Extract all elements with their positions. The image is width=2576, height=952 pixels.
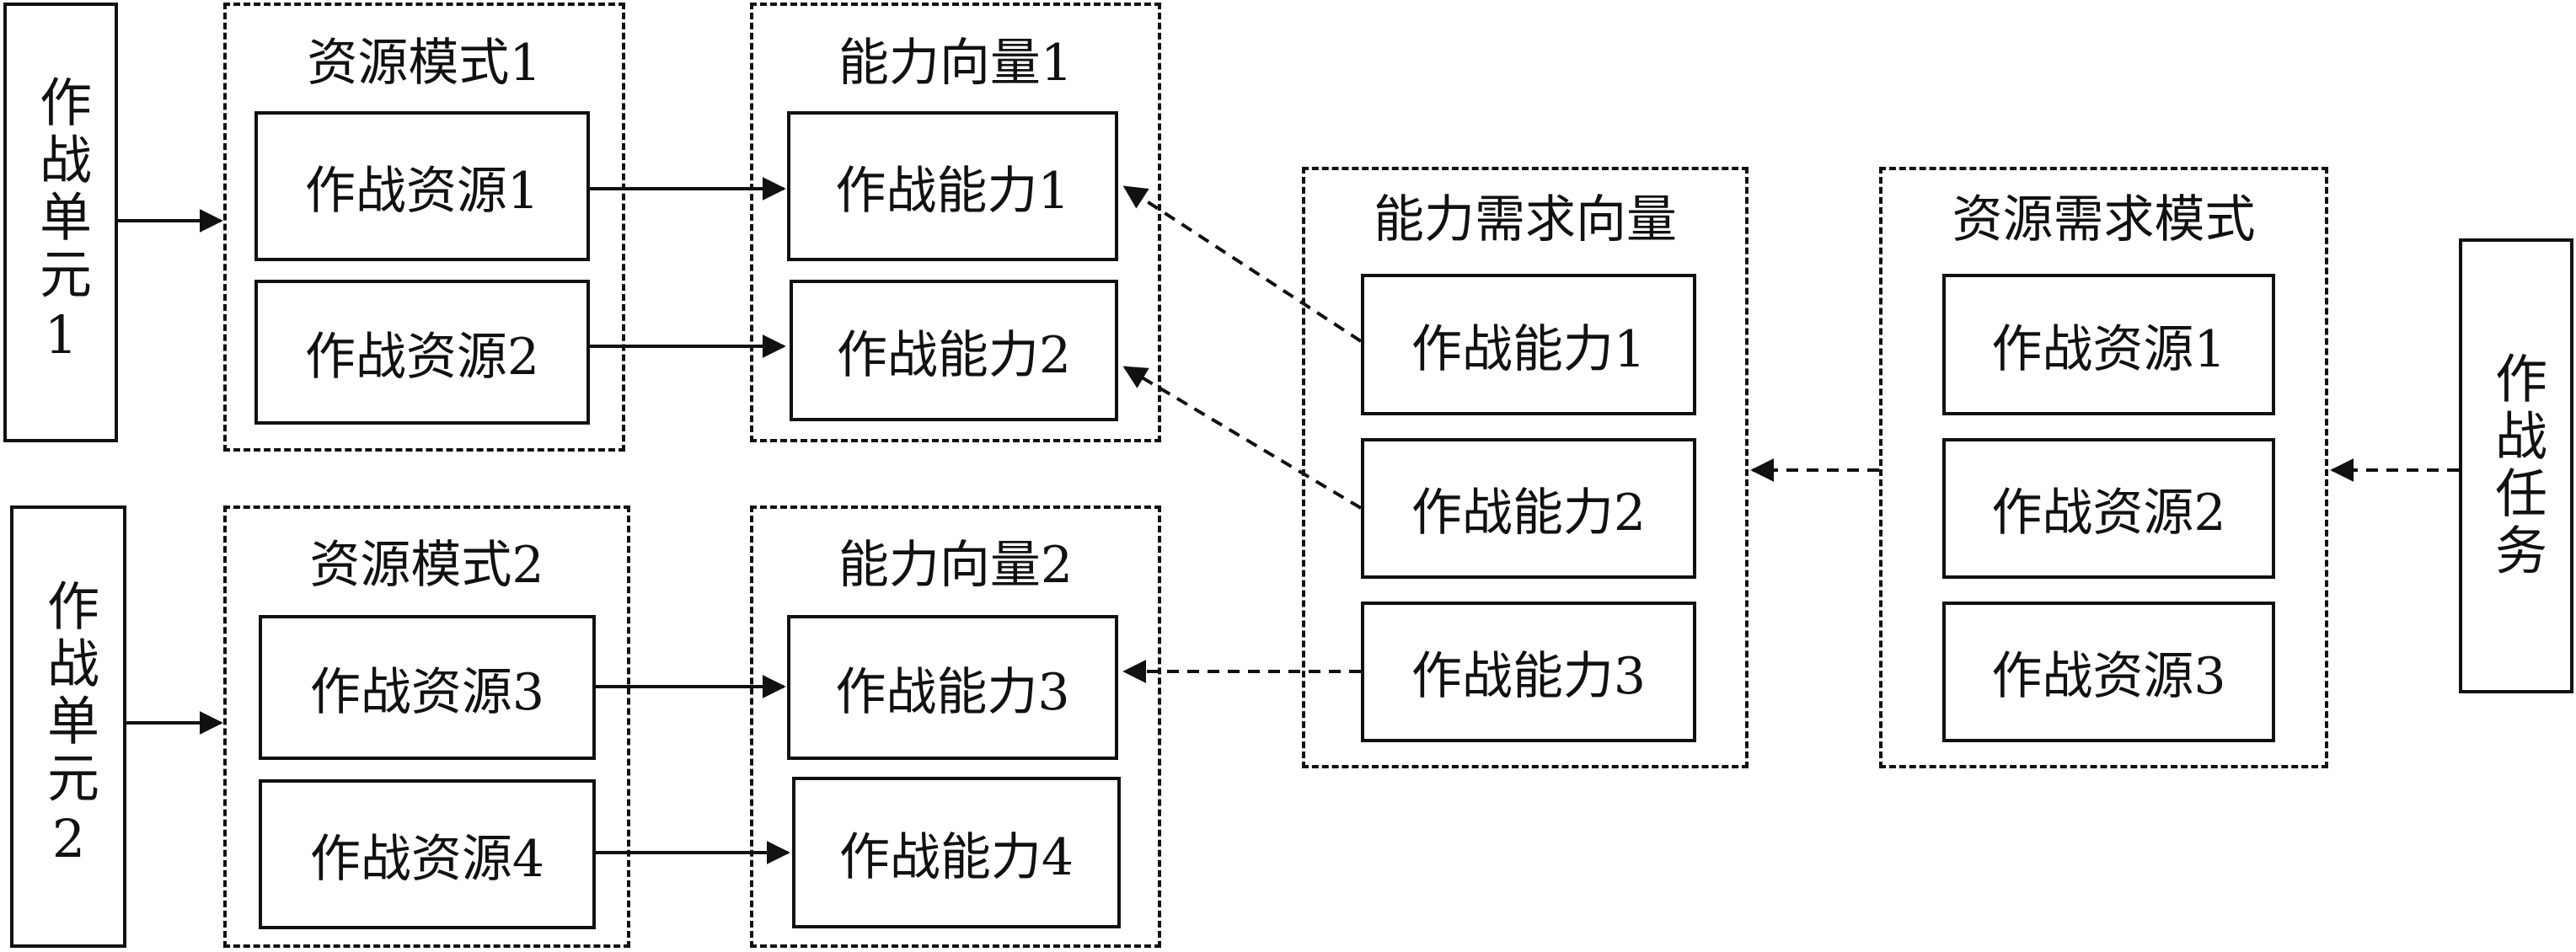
requirement-capability-3-box: 作战能力3 bbox=[1361, 602, 1696, 742]
combat-unit-1: 作战单元1 bbox=[3, 3, 118, 442]
requirement-resource-2-box: 作战资源2 bbox=[1942, 438, 2275, 579]
resource-3-box: 作战资源3 bbox=[259, 615, 596, 760]
combat-unit-2: 作战单元2 bbox=[10, 505, 126, 948]
resource-requirement-mode-title: 资源需求模式 bbox=[1952, 190, 2256, 249]
capability-vector-2-title: 能力向量2 bbox=[838, 536, 1074, 595]
combat-task: 作战任务 bbox=[2459, 238, 2573, 693]
dashed-arrow-req1-to-capability1 bbox=[1122, 185, 1363, 343]
capability-vector-1-group bbox=[750, 3, 1161, 442]
resource-requirement-mode-group bbox=[1879, 167, 2328, 768]
resource-mode-1-title: 资源模式1 bbox=[307, 34, 542, 93]
requirement-capability-2-box: 作战能力2 bbox=[1361, 438, 1696, 579]
capability-2-box: 作战能力2 bbox=[790, 280, 1118, 421]
capability-requirement-vector-group bbox=[1302, 167, 1749, 768]
capability-4-box: 作战能力4 bbox=[792, 777, 1121, 928]
resource-mode-2-group bbox=[223, 505, 630, 948]
capability-vector-2-group bbox=[750, 505, 1161, 948]
requirement-resource-1-box: 作战资源1 bbox=[1942, 274, 2275, 415]
capability-vector-1-title: 能力向量1 bbox=[838, 34, 1074, 93]
dashed-arrow-req2-to-capability2 bbox=[1122, 366, 1363, 510]
capability-requirement-vector-title: 能力需求向量 bbox=[1374, 190, 1677, 249]
resource-mode-1-group bbox=[223, 3, 625, 452]
requirement-capability-1-box: 作战能力1 bbox=[1361, 274, 1696, 415]
combat-task-label: 作战任务 bbox=[2486, 351, 2547, 580]
requirement-resource-3-box: 作战资源3 bbox=[1942, 602, 2275, 742]
resource-2-box: 作战资源2 bbox=[254, 280, 590, 425]
combat-unit-2-label: 作战单元2 bbox=[38, 579, 99, 874]
capability-1-box: 作战能力1 bbox=[787, 111, 1118, 261]
resource-4-box: 作战资源4 bbox=[259, 779, 596, 929]
resource-mode-2-title: 资源模式2 bbox=[309, 536, 544, 595]
resource-1-box: 作战资源1 bbox=[254, 111, 590, 261]
combat-unit-1-label: 作战单元1 bbox=[30, 74, 92, 371]
capability-3-box: 作战能力3 bbox=[787, 615, 1118, 760]
